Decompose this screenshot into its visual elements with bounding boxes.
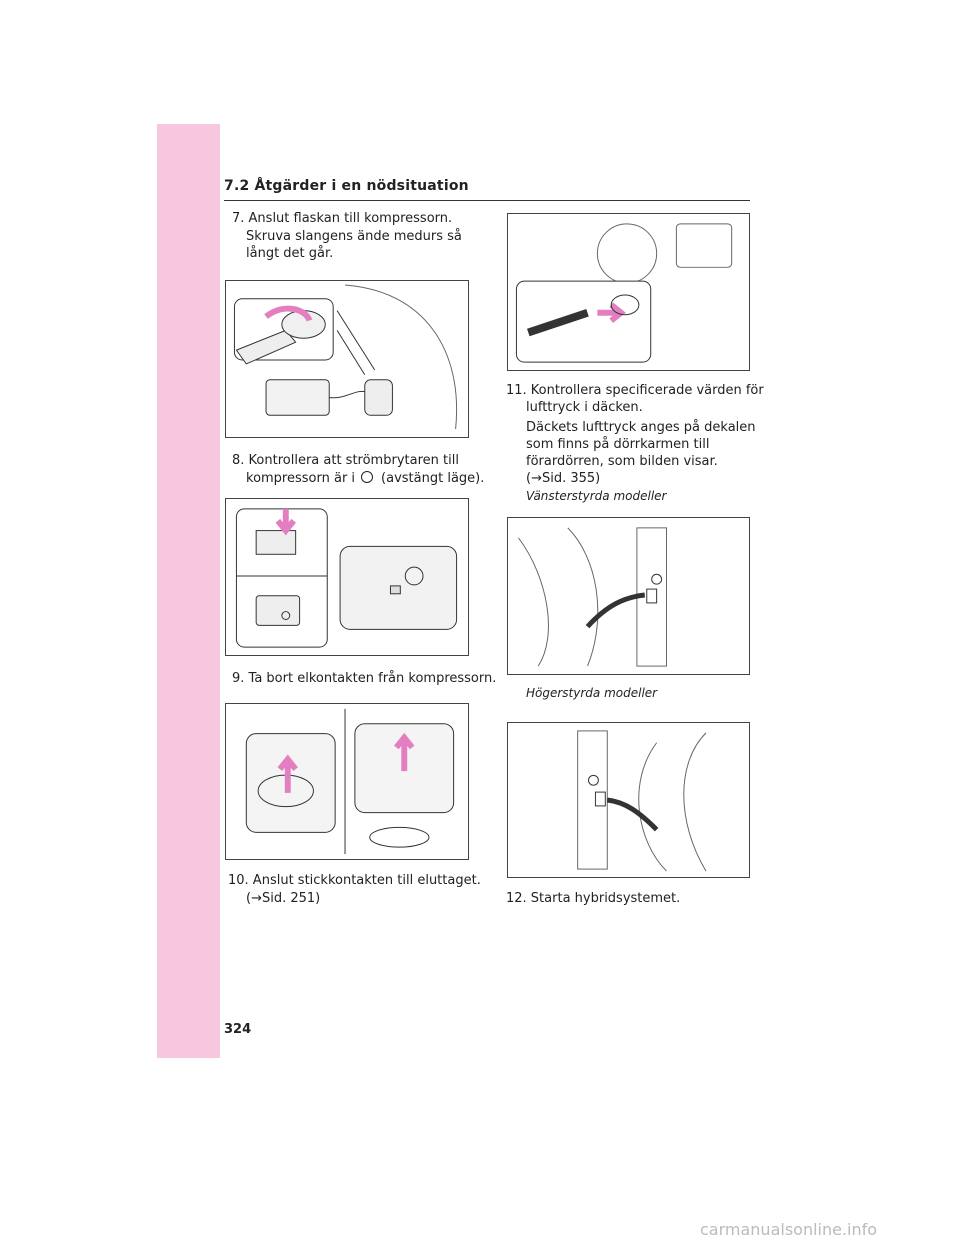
figure-lhd-label [507, 517, 750, 675]
watermark: carmanualsonline.info [700, 1220, 878, 1239]
step-11-line2: lufttryck i däcken. [526, 400, 643, 415]
step-8-text-a: kompressorn är i [246, 471, 356, 486]
step-9-title: 9. Ta bort elkontakten från kompressorn. [232, 671, 497, 686]
figure-switch-off [225, 498, 469, 656]
section-header: 7.2 Åtgärder i en nödsituation [224, 178, 750, 201]
figure-rhd-label [507, 722, 750, 878]
step-8-text-b: (avstängt läge). [381, 471, 485, 486]
step-7-title: 7. Anslut flaskan till kompressorn. [232, 211, 453, 226]
step-12-title: 12. Starta hybridsystemet. [506, 891, 681, 906]
figure-remove-plug [225, 703, 469, 860]
page-number: 324 [224, 1022, 252, 1037]
step-8-line2: kompressorn är i (avstängt läge). [246, 470, 484, 487]
step-11-body4: (→Sid. 355) [526, 471, 601, 486]
step-11-body3: förardörren, som bilden visar. [526, 454, 718, 469]
rhd-caption: Högerstyrda modeller [526, 686, 658, 700]
step-10-line2: (→Sid. 251) [246, 891, 321, 906]
figure-connect-bottle [225, 280, 469, 438]
lhd-caption: Vänsterstyrda modeller [526, 489, 667, 503]
figure-power-outlet [507, 213, 750, 371]
section-title: 7.2 Åtgärder i en nödsituation [224, 178, 469, 194]
step-11-body2: som finns på dörrkarmen till [526, 437, 710, 452]
step-10-line1: 10. Anslut stickkontakten till eluttaget… [228, 873, 481, 888]
off-position-icon [361, 471, 374, 483]
chapter-side-tab [157, 124, 220, 1058]
step-7-body: Skruva slangens ände medurs så långt det… [246, 229, 462, 261]
step-8-line1: 8. Kontrollera att strömbrytaren till [232, 453, 459, 468]
step-11-body1: Däckets lufttryck anges på dekalen [526, 420, 756, 435]
step-11-line1: 11. Kontrollera specificerade värden för [506, 383, 764, 398]
